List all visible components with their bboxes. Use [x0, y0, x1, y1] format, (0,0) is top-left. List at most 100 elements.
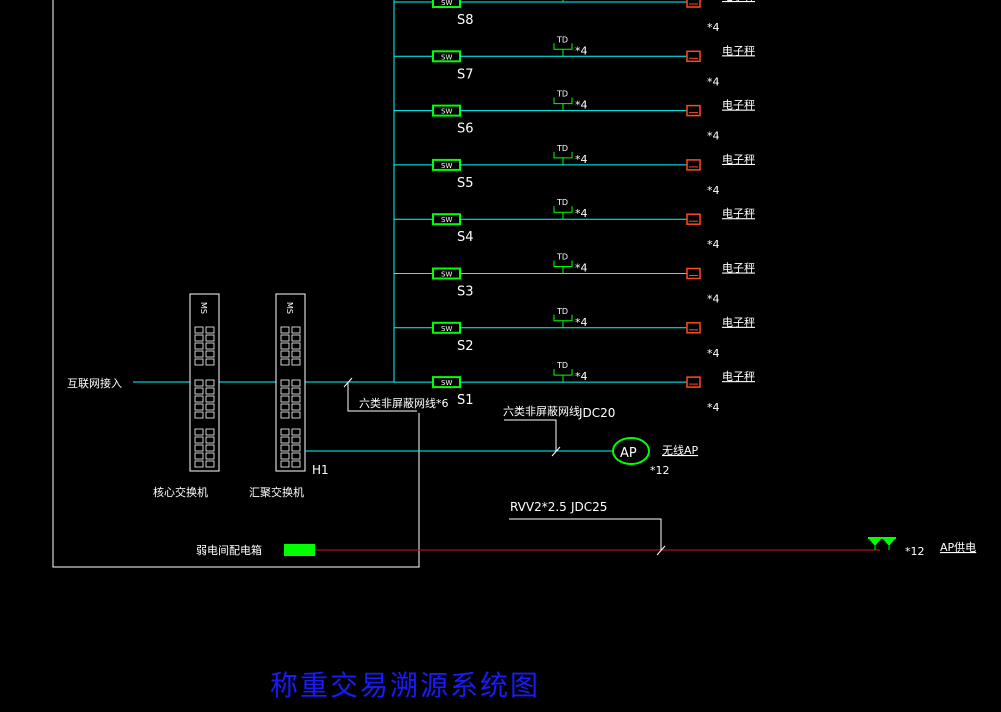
td-count: *4 — [575, 370, 588, 383]
row-id: S7 — [457, 67, 474, 82]
switch-port — [194, 452, 204, 460]
td-count: *4 — [575, 0, 588, 3]
scale-icon — [686, 50, 701, 63]
switch-port — [205, 460, 215, 468]
ap-power-label: AP供电 — [940, 540, 976, 554]
switch-port — [280, 436, 290, 444]
weak-box-label: 弱电间配电箱 — [196, 543, 262, 557]
td-label: TD — [556, 361, 568, 370]
ap-symbol-label: AP — [620, 446, 637, 461]
sw-label: SW — [441, 162, 452, 170]
core-switch-label: 核心交换机 — [153, 485, 208, 499]
diagram-title: 称重交易溯源系统图 — [270, 669, 540, 702]
td-label: TD — [556, 198, 568, 207]
sw-label: SW — [441, 216, 452, 224]
td-count: *4 — [575, 316, 588, 329]
switch-port — [291, 428, 301, 436]
td-count: *4 — [575, 153, 588, 166]
switch-port — [280, 428, 290, 436]
core-switch-ms: MS — [199, 302, 208, 314]
switch-port — [194, 387, 204, 395]
td-label: TD — [556, 253, 568, 262]
scale-label: 电子秤 — [722, 44, 755, 57]
switch-port — [280, 350, 290, 358]
scale-count: *4 — [707, 401, 720, 414]
switch-port — [280, 460, 290, 468]
scale-icon — [686, 104, 701, 117]
row-id: S5 — [457, 176, 474, 191]
switch-port — [205, 326, 215, 334]
switch-port — [194, 342, 204, 350]
scale-icon — [686, 322, 701, 334]
switch-port — [194, 379, 204, 387]
switch-port — [205, 452, 215, 460]
ap-power-count: *12 — [905, 545, 925, 558]
switch-port — [194, 326, 204, 334]
switch-port — [205, 411, 215, 419]
switch-port — [291, 403, 301, 411]
switch-port — [194, 334, 204, 342]
switch-port — [280, 342, 290, 350]
cabinet-outline — [52, 0, 420, 568]
scale-label: 电子秤 — [722, 207, 755, 220]
scale-label: 电子秤 — [722, 99, 755, 112]
switch-port — [280, 452, 290, 460]
sw-label: SW — [441, 0, 452, 7]
power-tick — [656, 545, 666, 556]
scale-icon — [686, 376, 701, 388]
switch-port — [194, 358, 204, 366]
td-label: TD — [556, 35, 568, 44]
scale-icon — [686, 213, 701, 225]
switch-port — [280, 326, 290, 334]
h1-label: H1 — [312, 463, 329, 477]
scale-label: 电子秤 — [722, 153, 755, 166]
sw-label: SW — [441, 108, 452, 116]
internet-access-label: 互联网接入 — [67, 377, 122, 390]
switch-port — [280, 334, 290, 342]
cable-leader-b — [504, 419, 557, 451]
wireless-ap-label: 无线AP — [662, 443, 699, 457]
aggregation-switch: MS — [275, 293, 306, 472]
row-id: S4 — [457, 230, 474, 245]
switch-port — [194, 350, 204, 358]
switch-port — [291, 387, 301, 395]
switch-port — [291, 436, 301, 444]
switch-port — [291, 342, 301, 350]
scale-label: 电子秤 — [722, 262, 755, 275]
td-label: TD — [556, 307, 568, 316]
branch-rows: SWS8TD*4电子秤*4SWS7TD*4电子秤*4SWS6TD*4电子秤*4S… — [394, 0, 755, 414]
scale-label: 电子秤 — [722, 0, 755, 3]
switch-port — [291, 379, 301, 387]
row-id: S1 — [457, 393, 474, 408]
switch-port — [291, 326, 301, 334]
switch-port — [291, 460, 301, 468]
switch-port — [194, 436, 204, 444]
switch-port — [194, 403, 204, 411]
switch-port — [291, 452, 301, 460]
switch-port — [280, 379, 290, 387]
switch-port — [205, 436, 215, 444]
switch-port — [194, 428, 204, 436]
td-label: TD — [556, 90, 568, 99]
switch-port — [280, 403, 290, 411]
switch-port — [291, 334, 301, 342]
row-id: S6 — [457, 122, 474, 137]
switch-port — [280, 444, 290, 452]
scale-icon — [686, 159, 701, 171]
scale-label: 电子秤 — [722, 316, 755, 329]
aggregation-switch-label: 汇聚交换机 — [249, 485, 304, 499]
switch-port — [280, 387, 290, 395]
ap-symbol — [612, 437, 650, 465]
switch-port — [291, 411, 301, 419]
td-count: *4 — [575, 262, 588, 275]
sw-label: SW — [441, 325, 452, 333]
scale-label: 电子秤 — [722, 370, 755, 383]
switch-port — [291, 444, 301, 452]
scale-count: *4 — [707, 293, 720, 306]
cable-leader-a — [347, 383, 417, 412]
